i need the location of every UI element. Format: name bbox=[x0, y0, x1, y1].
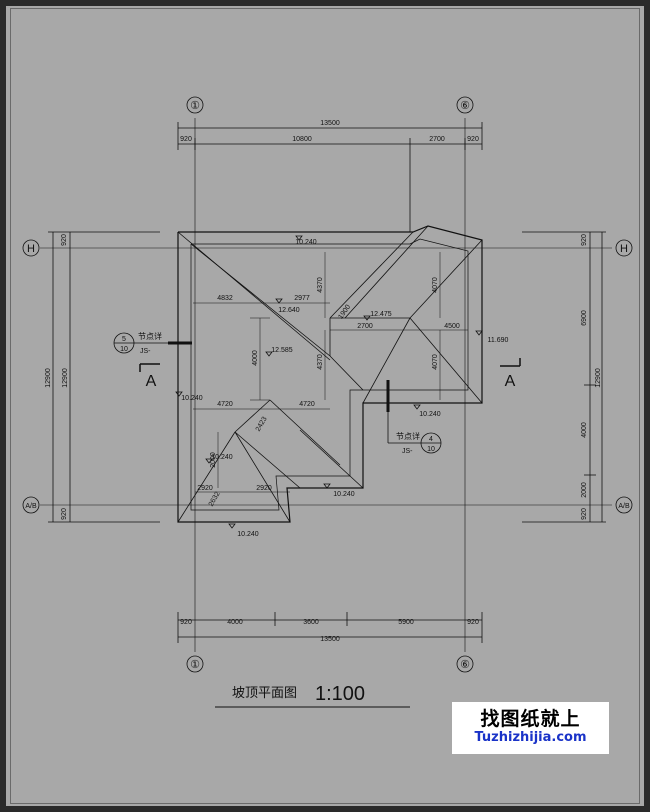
dim-interior: 2000 bbox=[210, 452, 217, 468]
section-mark-right: A bbox=[505, 373, 516, 390]
dim-bottom-span-b: 3600 bbox=[303, 619, 319, 626]
elevation-label: 10.240 bbox=[211, 454, 233, 461]
axis-h-right-icon bbox=[615, 239, 633, 257]
watermark-logo: 找图纸就上 Tuzhizhijia.com bbox=[452, 702, 609, 754]
elevation-label: 10.240 bbox=[419, 411, 441, 418]
dim-interior: 4070 bbox=[432, 354, 439, 370]
axis-label-1-bottom: ① bbox=[190, 659, 200, 671]
dim-interior: 4070 bbox=[432, 277, 439, 293]
axis-6-top-icon bbox=[456, 96, 474, 114]
axis-6-bottom-icon bbox=[456, 655, 474, 673]
dim-right-span-c: 2000 bbox=[581, 482, 588, 498]
section-mark-left: A bbox=[146, 373, 157, 390]
dim-left-bottom-overhang: 920 bbox=[61, 508, 68, 520]
dim-right-span-b: 4000 bbox=[581, 422, 588, 438]
axis-label-ab-right: A/B bbox=[618, 503, 630, 510]
dim-interior: 4720 bbox=[217, 401, 233, 408]
axis-ab-right-icon bbox=[615, 496, 633, 514]
detail-left-note: 节点详 bbox=[138, 331, 162, 341]
detail-right-code: JS- bbox=[402, 448, 413, 455]
dim-top-left-overhang: 920 bbox=[180, 136, 192, 143]
detail-right-note: 节点详 bbox=[396, 431, 420, 441]
dim-interior: 4000 bbox=[252, 350, 259, 366]
elevation-label: 12.585 bbox=[271, 347, 293, 354]
drawing-border bbox=[10, 8, 640, 804]
dim-interior: 4370 bbox=[317, 277, 324, 293]
dim-bottom-span-a: 4000 bbox=[227, 619, 243, 626]
dim-right-top-overhang: 920 bbox=[581, 234, 588, 246]
axis-h-left-icon bbox=[22, 239, 40, 257]
watermark-en: Tuzhizhijia.com bbox=[474, 730, 587, 745]
elevation-label: 12.640 bbox=[278, 307, 300, 314]
axis-1-top-icon bbox=[186, 96, 204, 114]
elevation-label: 10.240 bbox=[181, 395, 203, 402]
watermark-cn: 找图纸就上 bbox=[480, 708, 581, 730]
detail-left-top: 5 bbox=[122, 336, 126, 343]
elevation-label: 10.240 bbox=[237, 531, 259, 538]
axis-label-h-left: H bbox=[27, 243, 35, 255]
dim-top-span-b: 2700 bbox=[429, 136, 445, 143]
drawing-scale: 1:100 bbox=[315, 683, 365, 705]
axis-1-bottom-icon bbox=[186, 655, 204, 673]
elevation-label: 11.690 bbox=[488, 337, 509, 344]
detail-right-bottom: 10 bbox=[427, 446, 435, 453]
dim-interior: 4832 bbox=[217, 295, 233, 302]
elevation-label: 12.475 bbox=[370, 311, 392, 318]
dim-interior: 2977 bbox=[294, 295, 310, 302]
axis-label-ab-left: A/B bbox=[25, 503, 37, 510]
dim-interior: 2423 bbox=[255, 416, 269, 433]
elevation-label: 10.240 bbox=[295, 239, 317, 246]
dim-interior: 2700 bbox=[357, 323, 373, 330]
axis-ab-left-icon bbox=[22, 496, 40, 514]
dim-bottom-left-overhang: 920 bbox=[180, 619, 192, 626]
dim-left-overall-inner: 12900 bbox=[62, 368, 69, 388]
dim-left-top-overhang: 920 bbox=[61, 234, 68, 246]
dim-bottom-right-overhang: 920 bbox=[467, 619, 479, 626]
axis-label-1-top: ① bbox=[190, 100, 200, 112]
dim-right-overall: 12900 bbox=[595, 368, 602, 388]
axis-label-6-bottom: ⑥ bbox=[460, 659, 470, 671]
drawing-title: 坡顶平面图 bbox=[232, 686, 297, 701]
axis-label-h-right: H bbox=[620, 243, 628, 255]
elevation-marker bbox=[295, 235, 303, 241]
dim-interior: 2920 bbox=[256, 485, 272, 492]
dim-top-overall: 13500 bbox=[320, 120, 340, 127]
dim-interior: 2920 bbox=[197, 485, 213, 492]
dim-left-overall-outer: 12900 bbox=[45, 368, 52, 388]
dim-right-bottom-overhang: 920 bbox=[581, 508, 588, 520]
dim-bottom-overall: 13500 bbox=[320, 636, 340, 643]
dim-top-span-a: 10800 bbox=[292, 136, 312, 143]
dim-interior: 4370 bbox=[317, 354, 324, 370]
dim-interior: 4720 bbox=[299, 401, 315, 408]
dim-right-span-a: 6900 bbox=[581, 310, 588, 326]
detail-left-bottom: 10 bbox=[120, 346, 128, 353]
dim-bottom-span-c: 5900 bbox=[398, 619, 414, 626]
detail-left-code: JS- bbox=[140, 348, 151, 355]
dim-interior: 4500 bbox=[444, 323, 460, 330]
axis-label-6-top: ⑥ bbox=[460, 100, 470, 112]
dim-top-right-overhang: 920 bbox=[467, 136, 479, 143]
elevation-label: 10.240 bbox=[333, 491, 355, 498]
detail-right-top: 4 bbox=[429, 436, 433, 443]
